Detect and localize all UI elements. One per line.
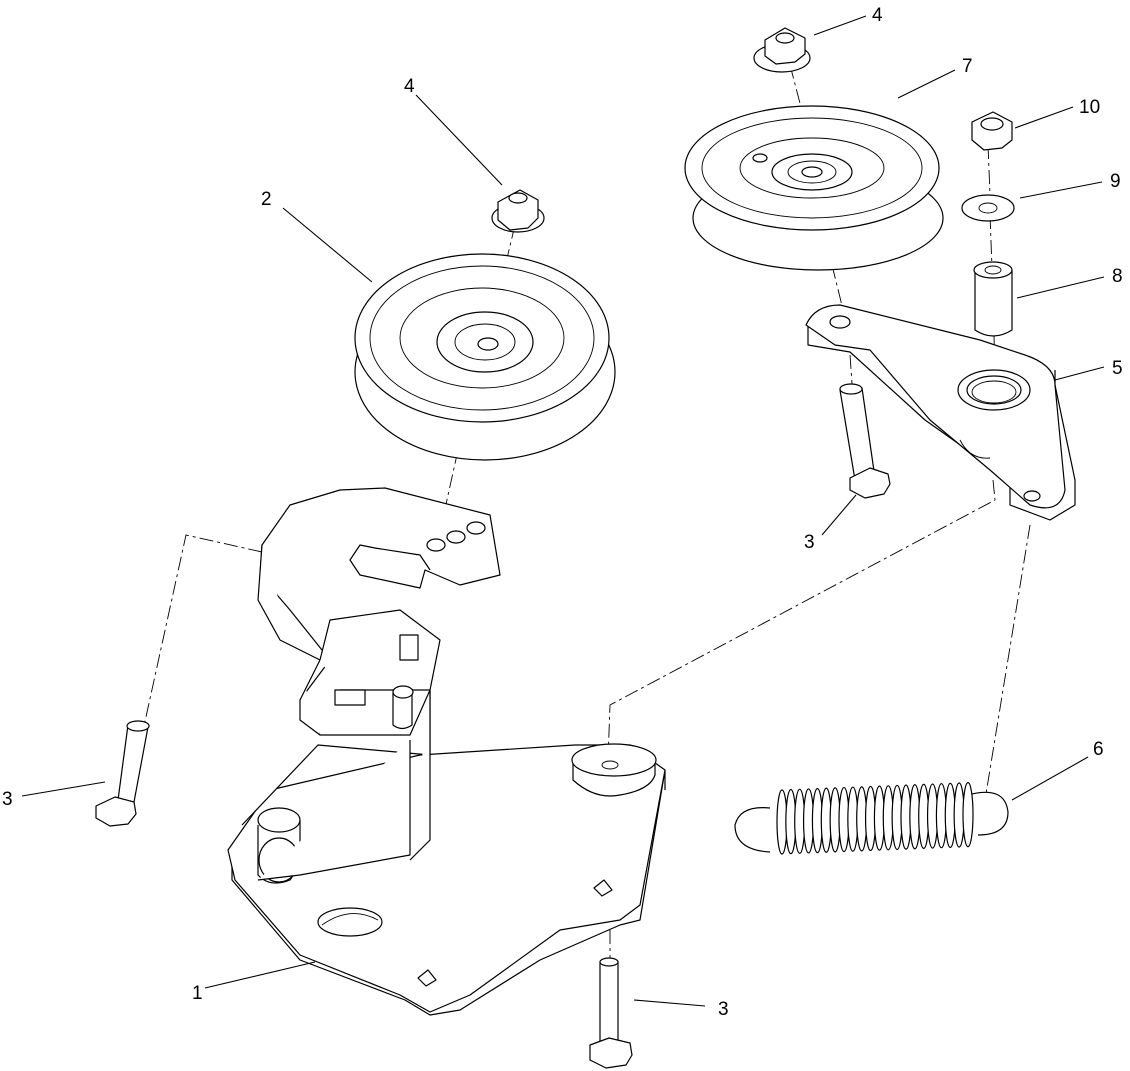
right-locknut [753, 27, 811, 73]
callout-3-arm: 3 [804, 532, 815, 553]
right-pulley [684, 105, 944, 271]
callout-7: 7 [962, 56, 973, 77]
spring-coil [962, 782, 974, 848]
callout-8: 8 [1112, 266, 1123, 287]
callout-5: 5 [1112, 358, 1123, 379]
callout-3-bottom: 3 [718, 999, 729, 1020]
left-pulley [354, 253, 616, 461]
washer [961, 194, 1015, 222]
callout-4-right: 4 [872, 5, 883, 26]
callout-2: 2 [261, 189, 272, 210]
spacer [973, 261, 1013, 337]
callout-4-left: 4 [404, 76, 415, 97]
bolt-left [95, 720, 150, 827]
idler-nut [971, 111, 1013, 151]
leader-lines [21, 15, 1105, 1007]
callout-6: 6 [1093, 739, 1104, 760]
extension-spring [734, 782, 1009, 855]
bolt-bottom [589, 957, 633, 1069]
callout-3-left: 3 [2, 789, 13, 810]
callout-9: 9 [1110, 171, 1121, 192]
bolt-right-arm [839, 383, 891, 499]
callout-1: 1 [192, 983, 203, 1004]
left-locknut [491, 189, 545, 233]
callout-10: 10 [1079, 97, 1100, 118]
base-plate-bracket [227, 487, 666, 1016]
idler-arm [805, 304, 1076, 521]
callouts: 1 2 3 3 3 4 4 5 6 7 8 9 10 [2, 5, 1123, 1020]
